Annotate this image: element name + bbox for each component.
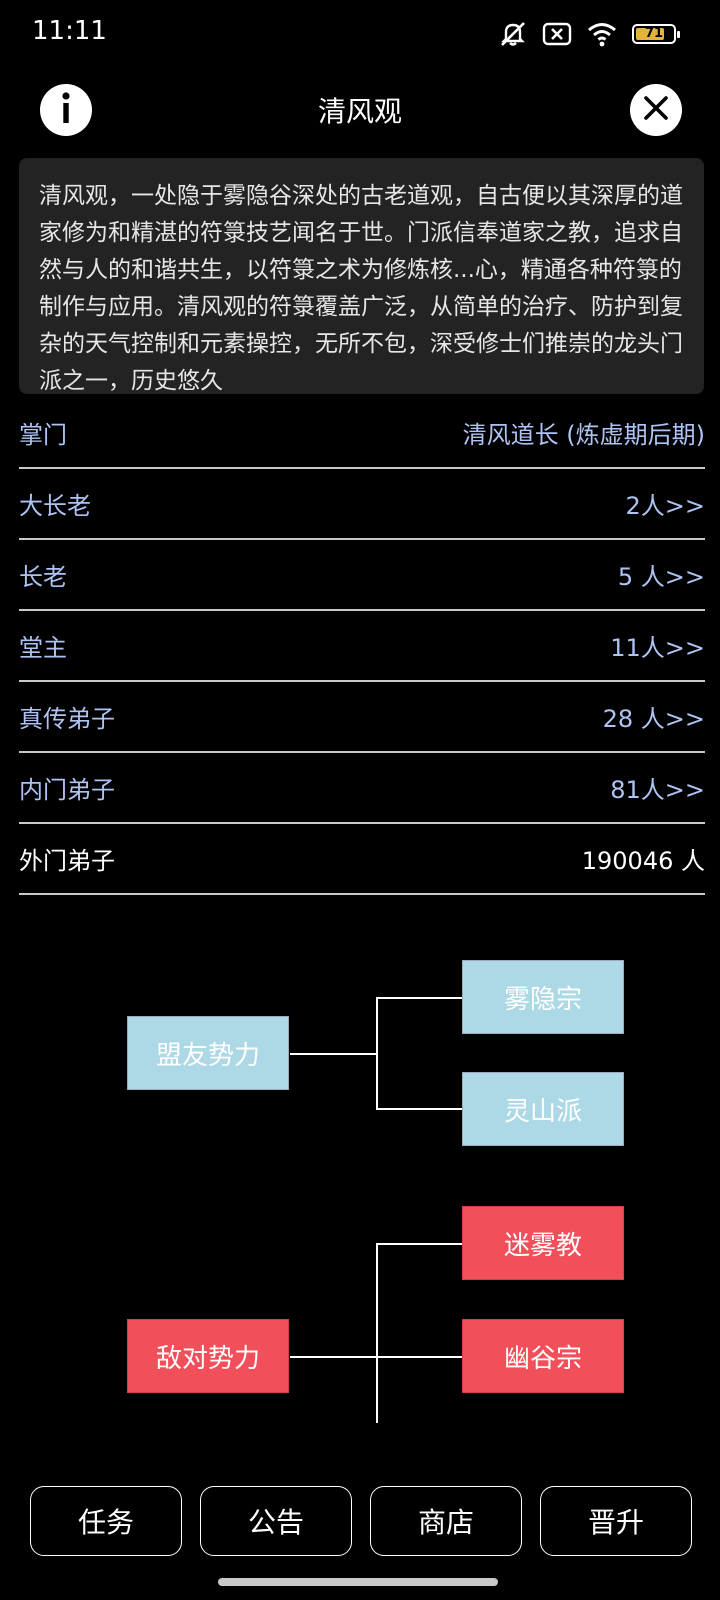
sect-description-box[interactable]: 清风观，一处隐于雾隐谷深处的古老道观，自古便以其深厚的道家修为和精湛的符箓技艺闻… bbox=[19, 158, 704, 394]
info-row-elders[interactable]: 长老 5 人>> bbox=[19, 540, 705, 611]
info-row-grand-elders[interactable]: 大长老 2人>> bbox=[19, 469, 705, 540]
ally-member-node[interactable]: 灵山派 bbox=[462, 1072, 624, 1146]
info-row-label: 掌门 bbox=[19, 421, 67, 449]
info-row-label: 长老 bbox=[19, 563, 67, 591]
connector-line bbox=[376, 1108, 462, 1110]
info-row-label: 大长老 bbox=[19, 492, 91, 520]
tasks-button[interactable]: 任务 bbox=[30, 1486, 182, 1556]
sect-info-list: 掌门 清风道长 (炼虚期后期) 大长老 2人>> 长老 5 人>> 堂主 11人… bbox=[19, 398, 705, 895]
info-row-leader: 掌门 清风道长 (炼虚期后期) bbox=[19, 398, 705, 469]
header: 清风观 bbox=[0, 80, 720, 140]
ally-member-node[interactable]: 雾隐宗 bbox=[462, 960, 624, 1034]
info-button[interactable] bbox=[40, 84, 92, 136]
info-row-core-disciples[interactable]: 真传弟子 28 人>> bbox=[19, 682, 705, 753]
close-button[interactable] bbox=[630, 84, 682, 136]
ally-faction-node[interactable]: 盟友势力 bbox=[127, 1016, 289, 1090]
connector-line bbox=[290, 1053, 376, 1055]
info-row-value[interactable]: 5 人>> bbox=[617, 563, 705, 591]
info-row-hall-masters[interactable]: 堂主 11人>> bbox=[19, 611, 705, 682]
info-row-value: 190046 人 bbox=[581, 847, 705, 875]
enemy-faction-node[interactable]: 敌对势力 bbox=[127, 1319, 289, 1393]
home-indicator[interactable] bbox=[218, 1578, 498, 1586]
info-row-value[interactable]: 2人>> bbox=[625, 492, 706, 520]
relations-diagram: 盟友势力 雾隐宗 灵山派 敌对势力 迷雾教 幽谷宗 bbox=[0, 930, 720, 1423]
info-icon bbox=[51, 90, 81, 130]
battery-level: 71 bbox=[644, 26, 664, 41]
connector-line bbox=[376, 997, 462, 999]
enemy-member-node[interactable]: 幽谷宗 bbox=[462, 1319, 624, 1393]
mute-icon bbox=[498, 19, 528, 49]
info-row-inner-disciples[interactable]: 内门弟子 81人>> bbox=[19, 753, 705, 824]
battery-fill bbox=[636, 28, 664, 40]
status-time: 11:11 bbox=[32, 16, 107, 46]
close-icon bbox=[642, 94, 670, 126]
sect-description: 清风观，一处隐于雾隐谷深处的古老道观，自古便以其深厚的道家修为和精湛的符箓技艺闻… bbox=[39, 183, 683, 394]
battery-icon: 71 bbox=[632, 24, 680, 44]
info-row-label: 堂主 bbox=[19, 634, 67, 662]
info-row-value: 清风道长 (炼虚期后期) bbox=[462, 421, 705, 449]
wifi-icon bbox=[586, 20, 618, 48]
enemy-member-node[interactable]: 迷雾教 bbox=[462, 1206, 624, 1280]
connector-line bbox=[290, 1356, 376, 1358]
connector-line bbox=[376, 1356, 462, 1358]
info-row-label: 真传弟子 bbox=[19, 705, 115, 733]
connector-line bbox=[376, 1243, 462, 1245]
info-row-value[interactable]: 28 人>> bbox=[602, 705, 705, 733]
info-row-label: 内门弟子 bbox=[19, 776, 115, 804]
status-bar: 11:11 bbox=[0, 0, 720, 70]
info-row-value[interactable]: 11人>> bbox=[610, 634, 705, 662]
no-sim-icon bbox=[542, 21, 572, 47]
bottom-nav: 任务 公告 商店 晋升 bbox=[0, 1480, 720, 1560]
status-icons: 71 bbox=[498, 18, 680, 50]
connector-line bbox=[376, 1243, 378, 1423]
info-row-value[interactable]: 81人>> bbox=[610, 776, 705, 804]
shop-button[interactable]: 商店 bbox=[370, 1486, 522, 1556]
info-row-outer-disciples: 外门弟子 190046 人 bbox=[19, 824, 705, 895]
info-row-label: 外门弟子 bbox=[19, 847, 115, 875]
promotion-button[interactable]: 晋升 bbox=[540, 1486, 692, 1556]
announcements-button[interactable]: 公告 bbox=[200, 1486, 352, 1556]
connector-line bbox=[376, 997, 378, 1109]
page-title: 清风观 bbox=[317, 95, 402, 128]
